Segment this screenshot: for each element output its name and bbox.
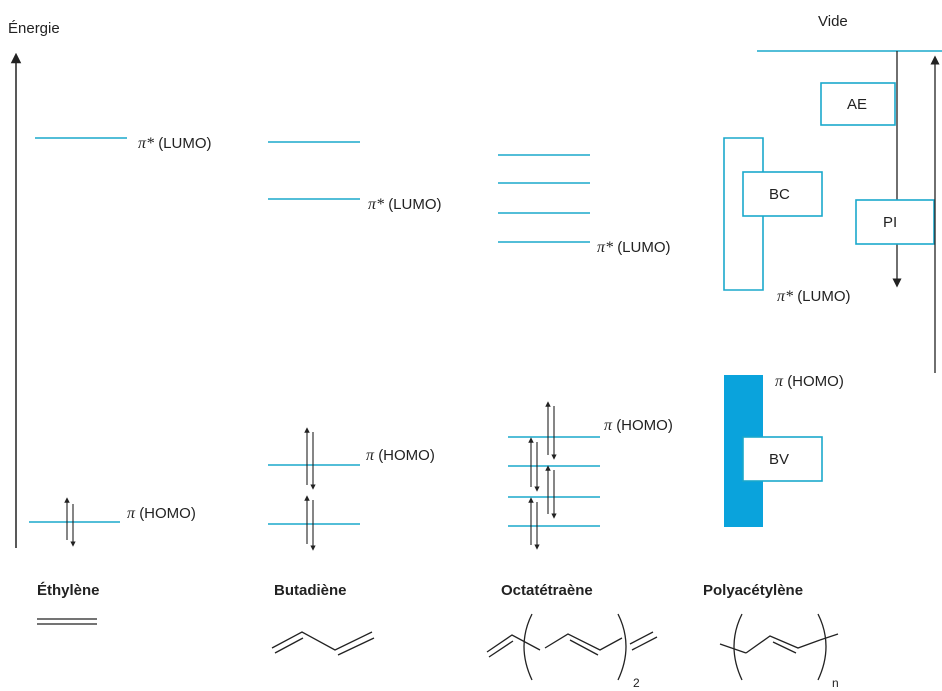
ethylene-electron-pair <box>64 497 76 547</box>
butadiene-structure <box>271 631 373 651</box>
octatetraene-subscript: 2 <box>633 676 640 690</box>
polyacetylene-bands: BC π* (LUMO) BV π (HOMO) AE PI Polyacéty… <box>703 51 940 690</box>
ethylene-lumo-label: π* (LUMO) <box>138 135 212 152</box>
butadiene-levels: π* (LUMO) π (HOMO) Butadiène <box>268 141 442 656</box>
bc-label: BC <box>769 186 790 203</box>
butadiene-homo-label: π (HOMO) <box>366 447 435 464</box>
octatetraene-homo-label: π (HOMO) <box>604 417 673 434</box>
ethylene-structure <box>37 618 97 625</box>
polyacetylene-subscript: n <box>832 676 839 690</box>
octatetraene-name: Octatétraène <box>501 582 593 599</box>
butadiene-electron-pairs <box>304 427 316 551</box>
butadiene-name: Butadiène <box>274 582 347 599</box>
energy-axis: Énergie <box>8 20 60 548</box>
polyacetylene-lumo-label: π* (LUMO) <box>777 288 851 305</box>
octatetraene-lumo-label: π* (LUMO) <box>597 239 671 256</box>
conduction-band <box>723 137 764 291</box>
polyacetylene-homo-label: π (HOMO) <box>775 373 844 390</box>
butadiene-lumo-label: π* (LUMO) <box>368 196 442 213</box>
vacuum-label: Vide <box>818 13 848 30</box>
pi-box <box>855 199 935 245</box>
octatetraene-structure <box>486 613 658 681</box>
octatetraene-electron-pairs <box>528 401 557 550</box>
ae-box <box>820 82 896 126</box>
ethylene-name: Éthylène <box>37 582 100 599</box>
bv-label: BV <box>769 451 789 468</box>
ethylene-levels: π* (LUMO) π (HOMO) Éthylène <box>29 135 212 625</box>
ethylene-homo-label: π (HOMO) <box>127 505 196 522</box>
pi-label: PI <box>883 214 897 231</box>
vacuum-level: Vide <box>757 13 942 52</box>
polyacetylene-structure <box>719 613 839 681</box>
bv-box <box>742 436 823 482</box>
bc-box <box>742 171 823 217</box>
ae-label: AE <box>847 96 867 113</box>
polyacetylene-name: Polyacétylène <box>703 582 803 599</box>
energy-axis-label: Énergie <box>8 20 60 37</box>
octatetraene-levels: π* (LUMO) π (HOMO) Octatétraène <box>486 154 673 690</box>
